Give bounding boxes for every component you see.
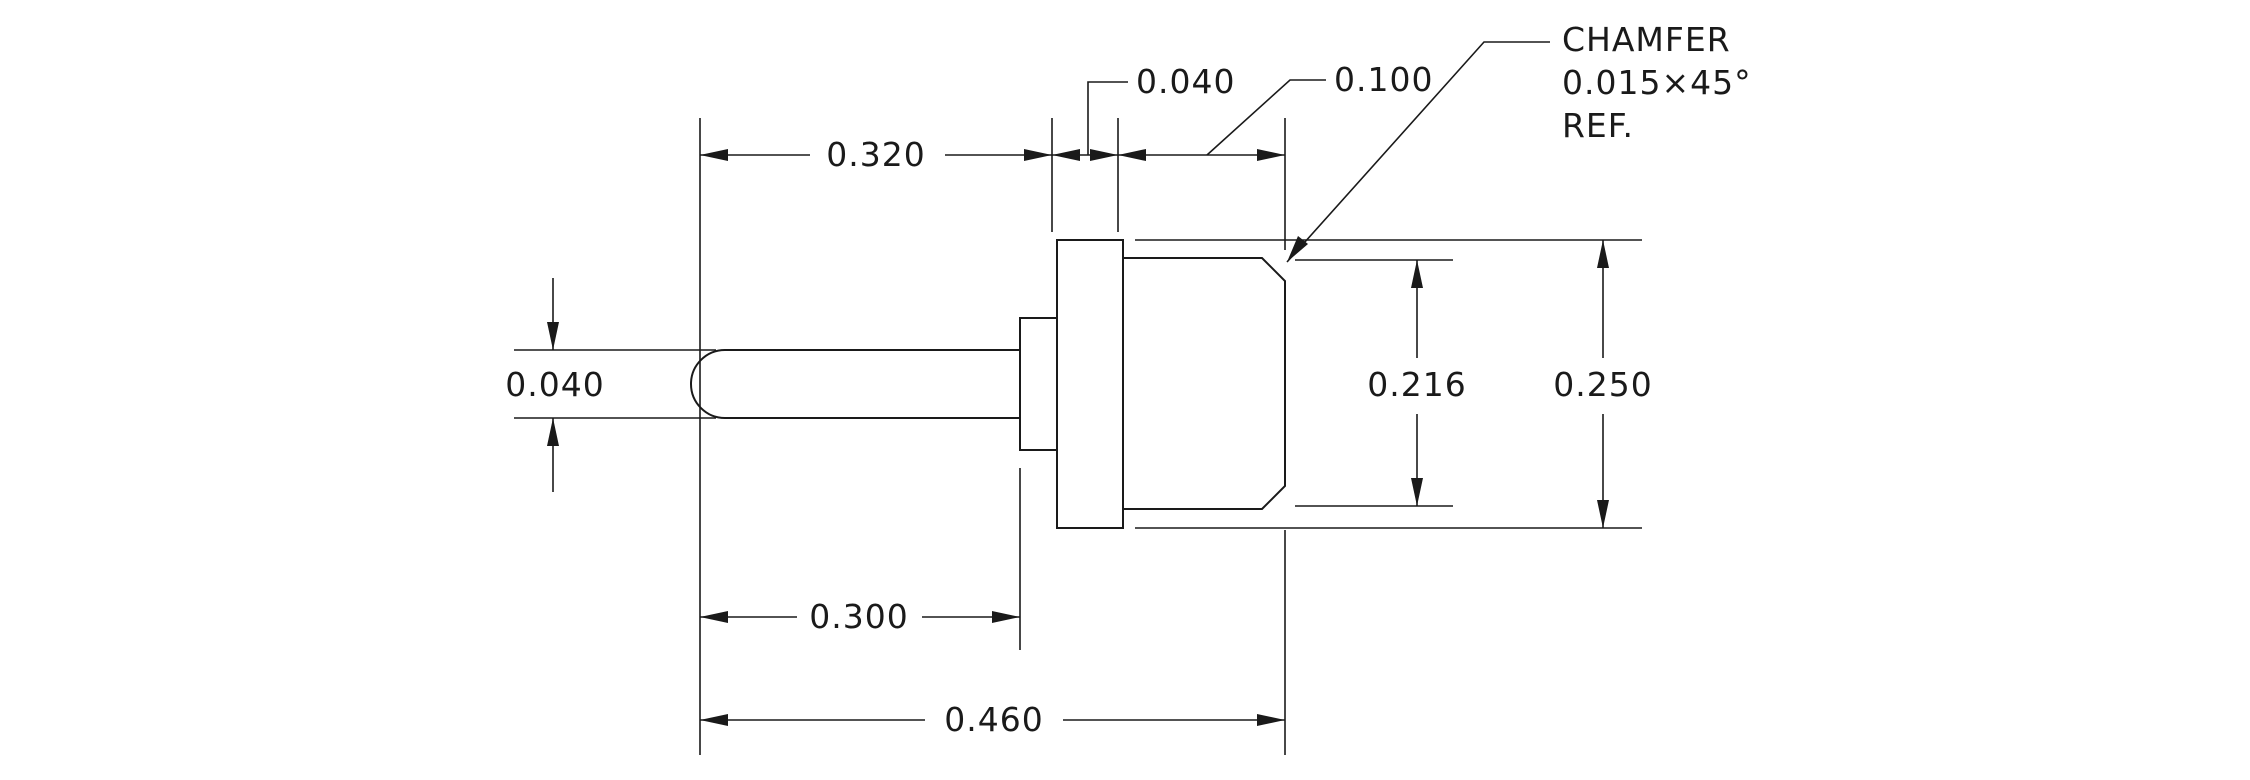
extension-lines xyxy=(699,118,1642,755)
dim-pin-length-label: 0.300 xyxy=(809,597,908,636)
dim-pin-diameter: 0.040 xyxy=(505,278,716,492)
dim-pin-diameter-label: 0.040 xyxy=(505,365,604,404)
dim-flange-thickness: 0.040 xyxy=(1052,62,1235,161)
dim-overall-length: 0.460 xyxy=(700,700,1285,739)
shoulder xyxy=(1019,317,1058,451)
knurled-body xyxy=(1122,257,1286,510)
chamfer-note-line2: 0.015×45° xyxy=(1562,63,1752,102)
chamfer-note-line1: CHAMFER xyxy=(1562,20,1731,59)
dim-overall-length-label: 0.460 xyxy=(944,700,1043,739)
dim-knurl-inner-diameter-label: 0.216 xyxy=(1367,365,1466,404)
dim-to-flange-label: 0.320 xyxy=(826,135,925,174)
pin-shaft xyxy=(690,349,1020,419)
dim-outer-diameter: 0.250 xyxy=(1553,240,1652,528)
dim-flange-thickness-label: 0.040 xyxy=(1136,62,1235,101)
dim-pin-length: 0.300 xyxy=(700,597,1020,636)
chamfer-note-line3: REF. xyxy=(1562,106,1634,145)
part-geometry xyxy=(690,239,1286,529)
knurled-flange xyxy=(1056,239,1124,529)
chamfer-callout: CHAMFER 0.015×45° REF. xyxy=(1286,20,1752,263)
dim-knurl-length-label: 0.100 xyxy=(1334,60,1433,99)
dim-to-flange: 0.320 xyxy=(700,135,1052,174)
dim-knurl-length: 0.100 xyxy=(1118,60,1433,161)
dim-knurl-inner-diameter: 0.216 xyxy=(1367,260,1466,506)
dim-outer-diameter-label: 0.250 xyxy=(1553,365,1652,404)
